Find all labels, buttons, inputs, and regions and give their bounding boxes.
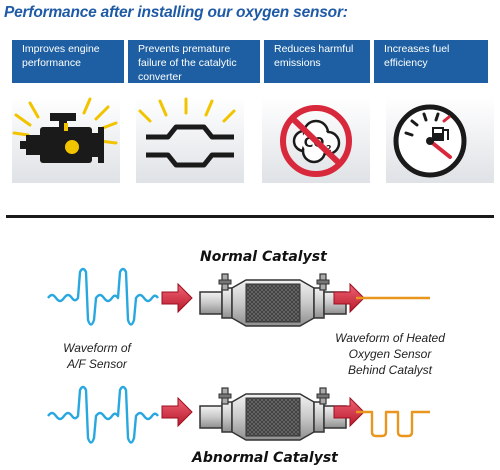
benefit-box-emissions: Reduces harmful emissions [264,40,370,83]
svg-text:2: 2 [326,144,332,153]
benefit-box-engine: Improves engine performance [12,40,124,83]
arrow-icon [161,397,193,427]
section-divider [6,215,494,218]
page-title: Performance after installing our oxygen … [4,4,348,21]
abnormal-catalyst-label: Abnormal Catalyst [192,450,338,466]
fuel-gauge-icon [386,97,494,183]
af-sensor-waveform [46,267,160,326]
benefit-label: Increases fuel efficiency [384,43,450,69]
catalyst-waveform-diagram [46,267,430,444]
caption-line: Oxygen Sensor [348,347,432,361]
catalytic-converter-abnormal [199,387,347,441]
benefit-box-fuel: Increases fuel efficiency [374,40,488,83]
catalytic-converter-normal [199,273,347,327]
caption-line: Waveform of [63,341,131,355]
benefit-box-converter: Prevents premature failure of the cataly… [128,40,260,83]
caption-line: A/F Sensor [67,357,127,371]
no-co2-icon: CO 2 [262,97,370,183]
af-sensor-waveform [46,385,160,444]
caption-line: Behind Catalyst [347,363,433,377]
caption-line: Waveform of Heated [335,331,445,345]
af-sensor-caption: Waveform of A/F Sensor [42,340,152,372]
benefit-label: Prevents premature failure of the cataly… [138,43,237,83]
benefit-label: Improves engine performance [22,43,100,69]
engine-icon [12,97,120,183]
benefit-label: Reduces harmful emissions [274,43,354,69]
heated-sensor-caption: Waveform of Heated Oxygen Sensor Behind … [316,330,464,378]
heated-sensor-waveform-abnormal [356,410,430,438]
arrow-icon [161,283,193,313]
catalytic-converter-icon [136,97,244,183]
normal-catalyst-label: Normal Catalyst [200,249,327,265]
